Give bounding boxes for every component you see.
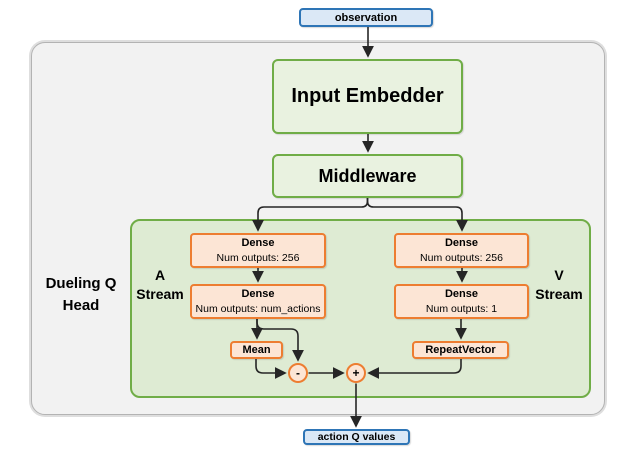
a-stream-dense-2: Dense Num outputs: num_actions <box>190 284 326 319</box>
add-operator-circle: + <box>346 363 366 383</box>
mean-node: Mean <box>230 341 283 359</box>
action-q-values-label: action Q values <box>317 431 396 443</box>
add-operator-label: + <box>352 366 360 380</box>
v-dense1-title: Dense <box>444 236 479 249</box>
input-embedder-node: Input Embedder <box>272 59 463 134</box>
a-dense1-subtitle: Num outputs: 256 <box>216 251 300 264</box>
input-embedder-label: Input Embedder <box>291 85 444 107</box>
v-dense2-subtitle: Num outputs: 1 <box>425 302 498 315</box>
v-stream-dense-2: Dense Num outputs: 1 <box>394 284 529 319</box>
a-dense2-title: Dense <box>241 287 275 300</box>
repeat-vector-label: RepeatVector <box>425 344 496 356</box>
v-stream-label: V Stream <box>535 267 583 302</box>
observation-label: observation <box>334 11 398 24</box>
middleware-node: Middleware <box>272 154 463 198</box>
action-q-values-node: action Q values <box>303 429 410 445</box>
subtract-operator-label: - <box>296 366 300 380</box>
a-stream-label: A Stream <box>136 267 184 302</box>
v-dense1-subtitle: Num outputs: 256 <box>420 251 503 264</box>
middleware-label: Middleware <box>318 165 417 186</box>
a-dense1-title: Dense <box>241 236 275 249</box>
v-stream-dense-1: Dense Num outputs: 256 <box>394 233 529 268</box>
dueling-q-head-label: Dueling Q Head <box>45 275 117 314</box>
a-stream-dense-1: Dense Num outputs: 256 <box>190 233 326 268</box>
a-dense2-subtitle: Num outputs: num_actions <box>195 302 321 315</box>
subtract-operator-circle: - <box>288 363 308 383</box>
observation-node: observation <box>299 8 433 27</box>
repeat-vector-node: RepeatVector <box>412 341 509 359</box>
v-dense2-title: Dense <box>444 287 479 300</box>
mean-label: Mean <box>242 344 271 356</box>
